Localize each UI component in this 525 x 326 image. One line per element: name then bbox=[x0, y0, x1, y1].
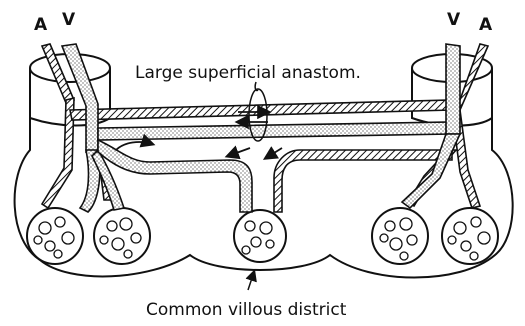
label-vein-right: V bbox=[447, 10, 461, 30]
label-villous-district: Common villous district bbox=[146, 300, 347, 320]
label-vein-left: V bbox=[62, 10, 76, 30]
label-anastomosis: Large superficial anastom. bbox=[135, 63, 361, 83]
label-artery-left: A bbox=[34, 15, 48, 35]
villous-lobules bbox=[27, 208, 498, 264]
label-artery-right: A bbox=[479, 15, 493, 35]
